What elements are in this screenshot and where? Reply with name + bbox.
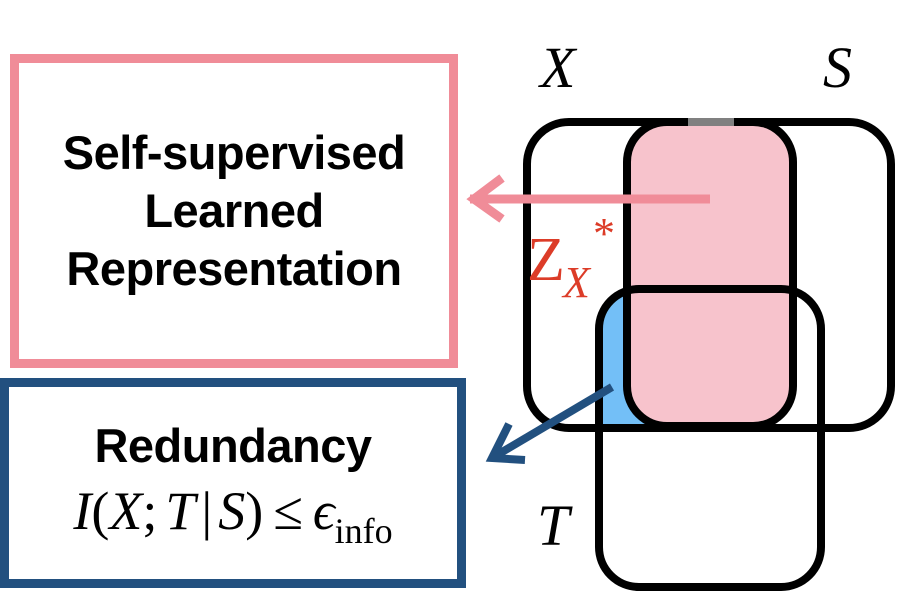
formula-var-t: T <box>165 481 196 541</box>
redundancy-formula: I(X;T|S)≤ϵinfo <box>73 479 393 551</box>
pink-arrow <box>466 174 710 223</box>
formula-sep: ; <box>142 481 158 541</box>
ssl-representation-box: Self-supervised Learned Representation <box>10 54 458 368</box>
redundancy-title: Redundancy <box>94 419 372 472</box>
z-region <box>627 122 793 426</box>
label-x: X <box>538 35 578 100</box>
redundancy-box: Redundancy I(X;T|S)≤ϵinfo <box>0 378 466 588</box>
formula-open: ( <box>91 481 110 541</box>
ssl-line-3: Representation <box>66 242 402 295</box>
label-s: S <box>823 35 852 100</box>
formula-epsilon: ϵ <box>312 481 335 541</box>
z-label: Z X * <box>527 209 615 307</box>
ssl-line-1: Self-supervised <box>62 126 406 179</box>
formula-var-s: S <box>218 481 246 541</box>
formula-close: ) <box>245 481 264 541</box>
z-label-sub: X <box>561 258 592 307</box>
gray-segment <box>688 118 734 126</box>
label-t: T <box>537 493 573 558</box>
formula-bar: | <box>201 481 213 541</box>
ssl-line-2: Learned <box>144 184 324 237</box>
t-set-outline <box>595 285 825 591</box>
z-label-main: Z <box>527 226 565 294</box>
formula-epsilon-sub: info <box>334 511 393 551</box>
formula-var-x: X <box>109 481 143 541</box>
z-label-sup: * <box>593 209 615 258</box>
formula-leq: ≤ <box>273 481 303 541</box>
blue-arrow <box>485 383 615 464</box>
formula-fn: I <box>73 481 92 541</box>
